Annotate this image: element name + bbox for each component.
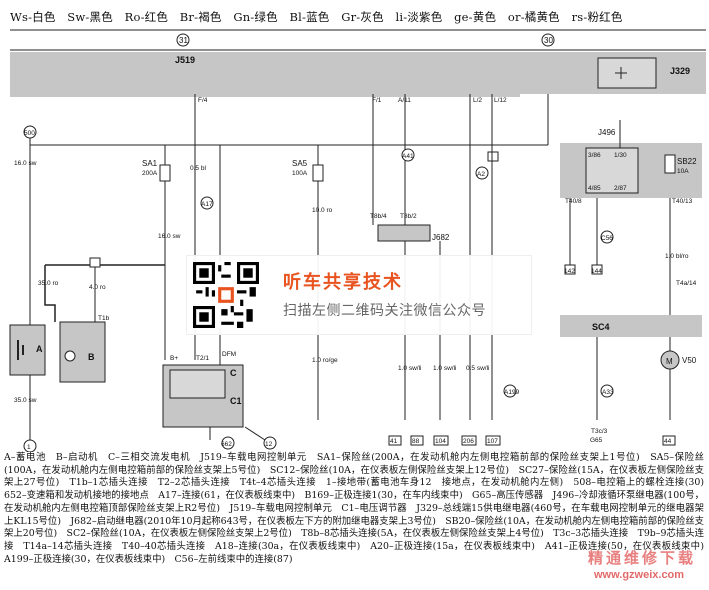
- bus-30-label: 30: [544, 36, 553, 45]
- j496-pin-1-30: 1/30: [614, 152, 627, 159]
- sa5-label: SA5: [292, 159, 308, 168]
- component-description: A–蓄电池 B–启动机 C–三相交流发电机 J519–车载电网控制单元 SA1–…: [4, 452, 709, 565]
- conn-c56-label: C56: [601, 235, 613, 242]
- j496-pin-4-85: 4/85: [588, 185, 601, 192]
- wire-16sw-label: 16.0 sw: [14, 160, 37, 167]
- conn-a41-label: A41: [402, 153, 414, 160]
- bus-31-label: 31: [179, 36, 188, 45]
- f4-label: F/4: [198, 97, 208, 104]
- t2-1-label: T2/1: [196, 355, 209, 362]
- conn-a2-label: A2: [477, 171, 485, 178]
- watermark-url: www.gzweix.com: [594, 569, 685, 581]
- t1b-label: T1b: [98, 315, 110, 322]
- node-12-label: 12: [265, 441, 273, 448]
- v50-motor-symbol: M: [666, 357, 673, 366]
- promo-banner: 听车共享技术 扫描左侧二维码关注微信公众号: [186, 255, 532, 335]
- wire-10sw-label: 1.0 sw/li: [398, 365, 421, 372]
- g65-label: G65: [590, 437, 603, 444]
- wire-10ro-label: 10.0 ro: [312, 207, 333, 214]
- sa1-rating: 200A: [142, 170, 158, 177]
- wire-10sw2-label: 1.0 sw/li: [433, 365, 456, 372]
- color-legend: Ws-白色 Sw-黑色 Ro-红色 Br-褐色 Gn-绿色 Bl-蓝色 Gr-灰…: [10, 10, 623, 24]
- wire-35ro-label: 35.0 ro: [38, 280, 59, 287]
- conn-a33-label: A33: [602, 389, 614, 396]
- sa5-rating: 100A: [292, 170, 308, 177]
- j496-label: J496: [598, 128, 616, 137]
- j519-pin-f1: F/1: [372, 97, 382, 104]
- j519-pin-l12: L/12: [494, 97, 507, 104]
- battery-a-label: A: [36, 344, 43, 354]
- sc4-label: SC4: [592, 322, 610, 332]
- wire-10bl-label: 1.0 bl/ro: [665, 253, 689, 260]
- site-watermark: 精通维修下载 www.gzweix.com: [580, 545, 705, 587]
- qr-code-icon[interactable]: [193, 262, 259, 328]
- node-107-label: 107: [487, 438, 498, 445]
- node-44-label: 44: [664, 438, 672, 445]
- regulator-c1-label: C1: [230, 396, 242, 406]
- wire-10roge-label: 1.0 ro/ge: [312, 357, 338, 364]
- sb22-rating: 10A: [677, 168, 689, 175]
- wire-16sw2-label: 16.0 sw: [158, 233, 181, 240]
- wiring-diagram: 31 30 J519 J329 F/4 F/1 A/11 L/2 L/12 50…: [9, 29, 706, 452]
- node-144-label: 144: [591, 268, 602, 275]
- sb22-label: SB22: [677, 157, 697, 166]
- j519-pin-a11: A/11: [398, 97, 411, 104]
- wire-35sw-label: 35.0 sw: [14, 397, 37, 404]
- t8b2-label: T8b/2: [400, 213, 417, 220]
- starter-b-label: B: [88, 352, 95, 362]
- bplus-label: B+: [170, 355, 178, 362]
- j682-label: J682: [432, 233, 450, 242]
- j329-label: J329: [670, 66, 690, 76]
- sa1-label: SA1: [142, 159, 158, 168]
- v50-label: V50: [682, 356, 697, 365]
- dfm-label: DFM: [222, 351, 236, 358]
- wire-05swli-label: 0.5 sw/li: [466, 365, 489, 372]
- node-88-label: 88: [412, 438, 420, 445]
- t14a14-label: T4a/14: [676, 280, 697, 287]
- t3c-label: T3c/3: [591, 428, 608, 435]
- conn-a199-label: A199: [504, 389, 520, 396]
- t8b4-label: T8b/4: [370, 213, 387, 220]
- banner-title: 听车共享技术: [283, 272, 403, 293]
- node-104-label: 104: [435, 438, 446, 445]
- node-206-label: 206: [463, 438, 474, 445]
- alternator-c-label: C: [230, 368, 237, 378]
- node-142-label: 142: [564, 268, 575, 275]
- wire-05bl-label: 0.5 bl: [190, 165, 206, 172]
- conn-500-label: 500: [24, 130, 35, 137]
- j496-pin-2-87: 2/87: [614, 185, 627, 192]
- wire-4ro-label: 4.0 ro: [89, 284, 106, 291]
- t40-8-label: T40/8: [565, 198, 582, 205]
- node-662-label: 662: [221, 441, 232, 448]
- watermark-title: 精通维修下载: [588, 549, 697, 567]
- j519-pin-l2: L/2: [473, 97, 482, 104]
- banner-subtitle: 扫描左侧二维码关注微信公众号: [283, 303, 486, 319]
- j519-label: J519: [175, 55, 195, 65]
- node-41-label: 41: [390, 438, 398, 445]
- conn-a17-label: A17: [201, 201, 213, 208]
- t40-13-label: T40/13: [672, 198, 693, 205]
- j496-pin-3-86: 3/86: [588, 152, 601, 159]
- node-1-label: 1: [27, 444, 31, 451]
